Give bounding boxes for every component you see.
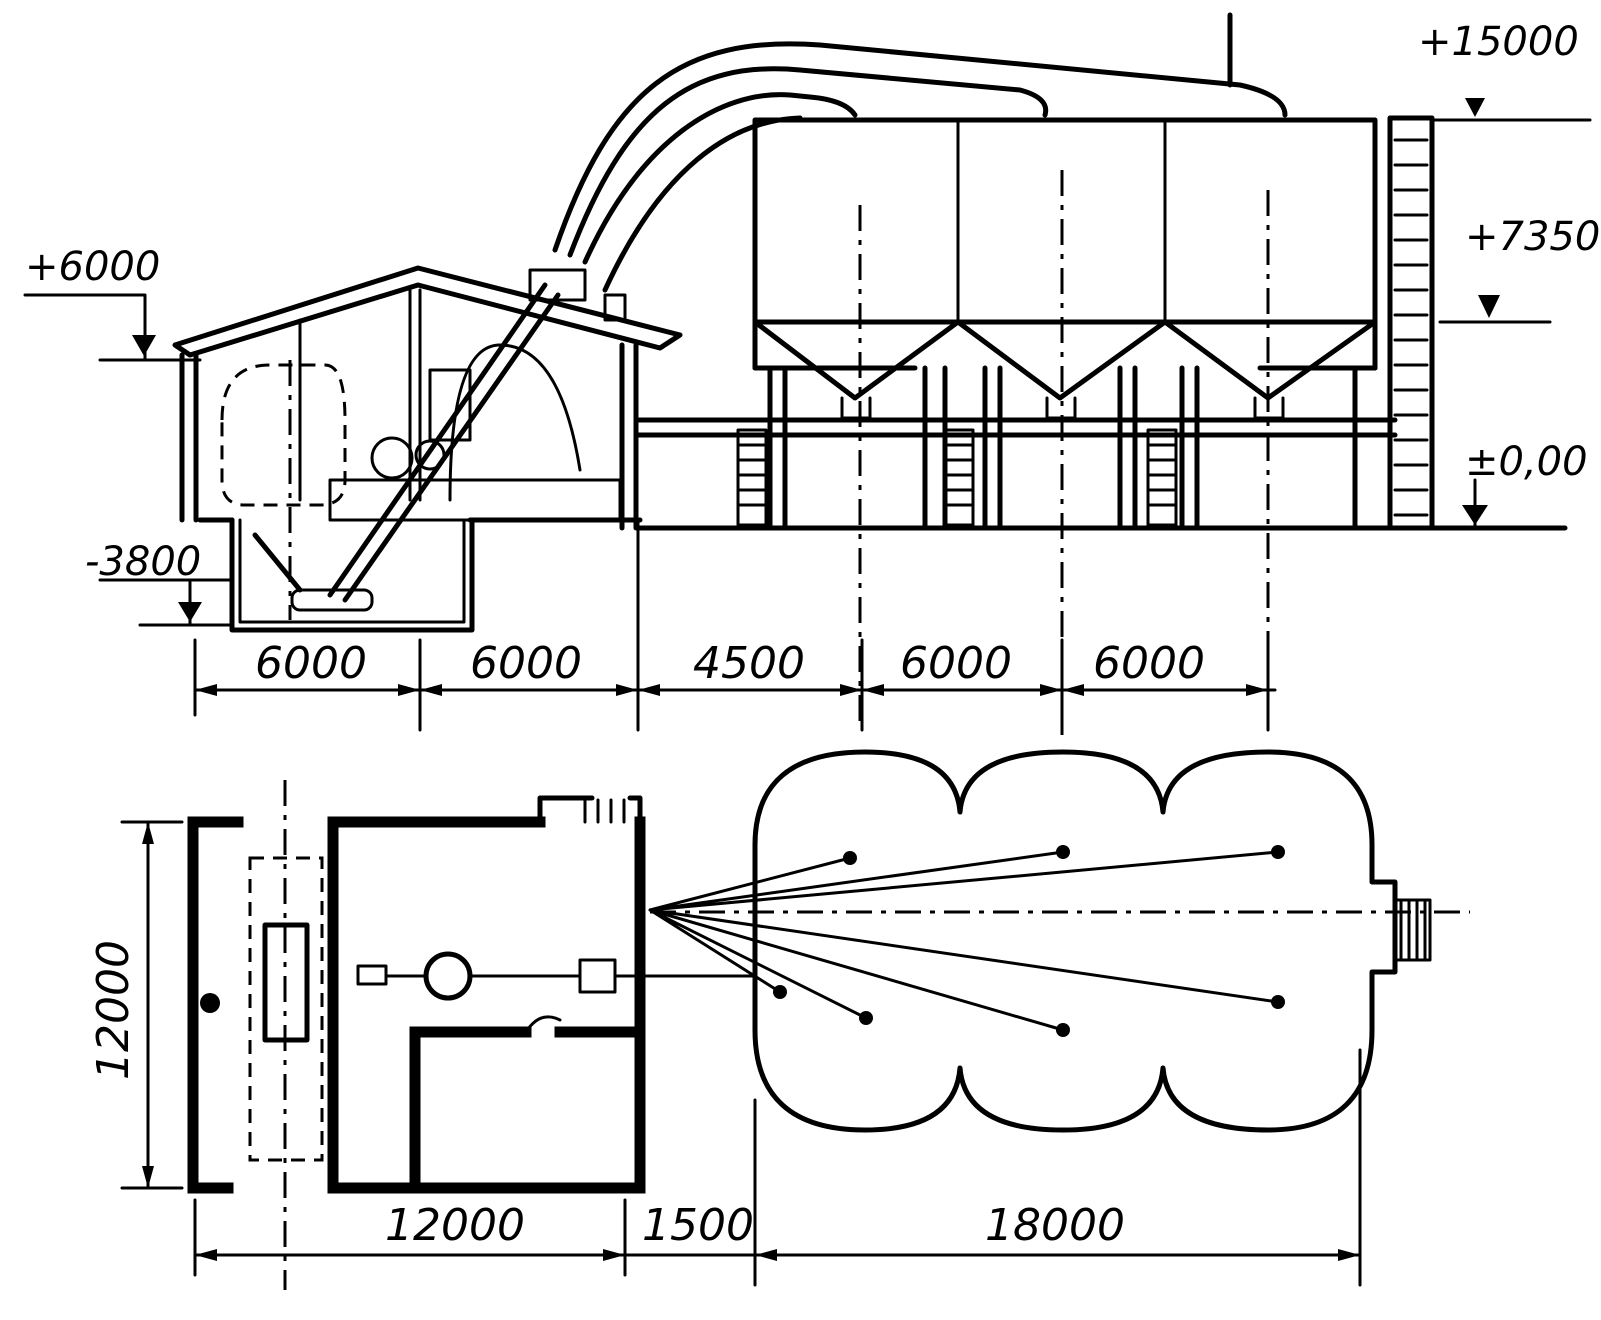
roof-truss [298,288,422,502]
level-label-3800: -3800 [85,539,201,585]
ladders [736,428,1178,527]
section-dimension-line: 6000 6000 4500 6000 6000 [193,518,1277,732]
plan-building-walls [327,816,646,1194]
plan-silo-stair [1393,898,1432,962]
fan-wheel [370,436,414,480]
plan-dryer-outline [248,856,324,1162]
level-mark-6000: +6000 [23,244,202,362]
plan-building-inner [537,795,643,825]
plan-dimension-line: 12000 1500 18000 [193,1048,1362,1287]
level-mark-7350: +7350 [1438,214,1600,324]
plan-dim-building: 12000 [385,1200,525,1251]
level-label-000: ±0,00 [1465,439,1588,485]
silo-cones [752,319,1378,401]
plan-dim-silos: 18000 [985,1200,1125,1251]
section-view: +15000 +7350 +6000 ±0,00 -3800 6000 [23,12,1600,740]
section-dim-5: 6000 [1093,638,1205,689]
plan-dimension-depth: 12000 [88,820,184,1190]
silo-block [752,117,1378,371]
plan-dim-depth: 12000 [88,940,139,1080]
plan-silo-outline [752,749,1398,1133]
building-left-wall [179,352,199,523]
plan-silo-stair-steps [1399,898,1427,962]
pit-chute [252,532,303,593]
section-dim-2: 6000 [470,638,582,689]
conveyor-inclined [327,282,561,603]
plan-column [200,993,220,1013]
plan-door-arc [524,1015,562,1034]
hopper-bottom [290,588,374,612]
vent-stack [603,293,627,322]
plan-left-wall [187,816,244,1194]
lower-gallery [633,417,1398,438]
dryer-outline [220,363,347,507]
building-right-wall [619,342,639,531]
plan-stair [583,798,626,824]
level-label-6000: +6000 [25,244,160,290]
level-mark-3800: -3800 [85,539,234,627]
plan-storeroom [409,1026,646,1194]
plan-view: 12000 12000 1500 18000 [88,749,1470,1290]
plan-machine [578,958,617,994]
gallery-tube-inner [582,92,858,265]
gallery-tube-mid [567,66,1049,258]
machine-block [428,368,472,442]
section-dim-1: 6000 [255,638,367,689]
stair-tower [1387,115,1435,531]
section-dim-3: 4500 [693,638,805,689]
plan-elevator-pit [423,951,473,1001]
level-mark-000: ±0,00 [1462,439,1588,530]
machine-base [328,478,622,522]
distribution-lines [648,845,1285,1037]
elevator-head [528,268,587,302]
level-label-7350: +7350 [1465,214,1600,260]
gallery-tube-outer [552,41,1288,253]
gallery-tube-return [602,115,803,293]
section-dim-4: 6000 [900,638,1012,689]
pit-outline [229,517,475,633]
pit-inner [238,518,466,624]
level-label-15000: +15000 [1418,19,1579,65]
plan-dim-gap: 1500 [642,1200,754,1251]
plan-fan [356,964,388,986]
level-mark-15000: +15000 [1418,19,1592,122]
building-roof [172,265,683,358]
